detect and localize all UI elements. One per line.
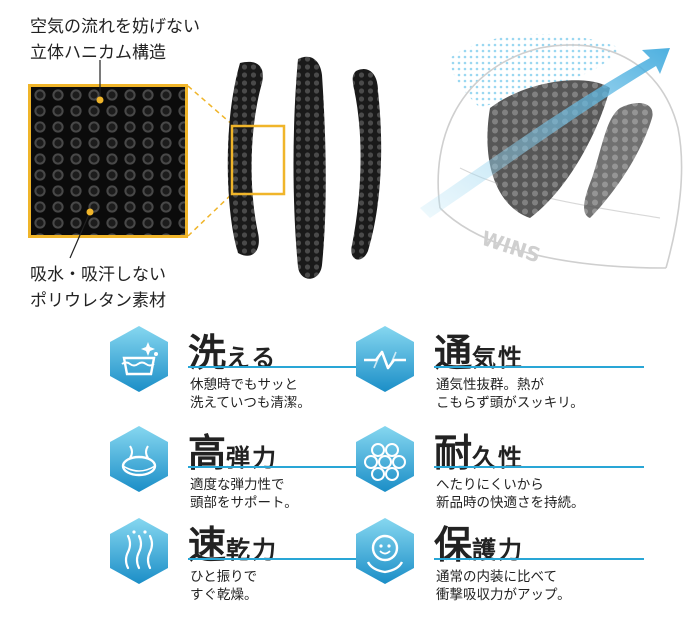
airflow-icon	[356, 326, 414, 392]
feature-description: 適度な弾力性で頭部をサポート。	[190, 476, 298, 512]
foam-pad-left	[227, 61, 263, 256]
feature-title-main: 耐	[434, 431, 473, 475]
feature-title-main: 通	[434, 331, 473, 375]
feature-description-line: 適度な弾力性で	[190, 477, 285, 493]
feature-item: 耐久性へたりにくいから新品時の快適さを持続。	[350, 424, 650, 524]
helmet-illustration: WINS	[420, 34, 683, 269]
feature-underline	[188, 366, 398, 368]
feature-description: 休憩時でもサッと洗えていつも清潔。	[190, 376, 311, 412]
foam-texture	[31, 87, 185, 235]
feature-title: 保護力	[434, 514, 524, 569]
caption-honeycomb-structure: 空気の流れを妨げない 立体ハニカム構造	[30, 14, 200, 66]
feature-title-main: 洗	[188, 331, 227, 375]
feature-item: 洗える休憩時でもサッと洗えていつも清潔。	[104, 324, 404, 424]
protection-icon	[356, 518, 414, 584]
wash-icon	[110, 326, 168, 392]
feature-underline	[434, 466, 644, 468]
feature-item: 速乾力ひと振りですぐ乾燥。	[104, 516, 404, 616]
feature-description-line: へたりにくいから	[436, 477, 544, 493]
caption-line: 空気の流れを妨げない	[30, 17, 200, 37]
feature-underline	[188, 466, 398, 468]
foam-pad-right	[351, 69, 382, 260]
feature-title: 耐久性	[434, 422, 524, 477]
elastic-icon	[110, 426, 168, 492]
feature-description-line: すぐ乾燥。	[190, 587, 258, 603]
feature-description-line: 新品時の快適さを持続。	[436, 495, 585, 511]
feature-description: へたりにくいから新品時の快適さを持続。	[436, 476, 585, 512]
quick-dry-icon	[110, 518, 168, 584]
caption-line: ポリウレタン素材	[30, 291, 166, 311]
feature-underline	[188, 558, 398, 560]
feature-title: 通気性	[434, 322, 524, 377]
feature-title-main: 高	[188, 431, 227, 475]
feature-description: 通常の内装に比べて衝撃吸収力がアップ。	[436, 568, 571, 604]
feature-item: 高弾力適度な弾力性で頭部をサポート。	[104, 424, 404, 524]
caption-line: 立体ハニカム構造	[30, 43, 166, 63]
feature-item: 保護力通常の内装に比べて衝撃吸収力がアップ。	[350, 516, 650, 616]
feature-description-line: ひと振りで	[190, 569, 258, 585]
feature-description: ひと振りですぐ乾燥。	[190, 568, 258, 604]
feature-description-line: 通気性抜群。熱が	[436, 377, 544, 393]
honeycomb-icon	[356, 426, 414, 492]
feature-item: 通気性通気性抜群。熱がこもらず頭がスッキリ。	[350, 324, 650, 424]
foam-zoom-image	[28, 84, 188, 238]
feature-underline	[434, 366, 644, 368]
feature-title-main: 速	[188, 523, 227, 567]
caption-polyurethane: 吸水・吸汗しない ポリウレタン素材	[30, 262, 166, 314]
caption-line: 吸水・吸汗しない	[30, 265, 166, 285]
feature-description-line: こもらず頭がスッキリ。	[436, 395, 584, 411]
helmet-brand-logo: WINS	[478, 226, 543, 268]
foam-pads	[227, 56, 382, 279]
feature-description-line: 通常の内装に比べて	[436, 569, 557, 585]
feature-title: 洗える	[188, 322, 277, 377]
zoom-highlight-box	[230, 124, 286, 196]
feature-description-line: 衝撃吸収力がアップ。	[436, 587, 571, 603]
feature-title-main: 保	[434, 523, 473, 567]
feature-description-line: 頭部をサポート。	[190, 495, 298, 511]
feature-description-line: 洗えていつも清潔。	[190, 395, 311, 411]
feature-description: 通気性抜群。熱がこもらず頭がスッキリ。	[436, 376, 584, 412]
feature-title: 高弾力	[188, 422, 278, 477]
feature-underline	[434, 558, 644, 560]
callout-lines	[69, 60, 235, 259]
feature-description-line: 休憩時でもサッと	[190, 377, 298, 393]
feature-title: 速乾力	[188, 514, 278, 569]
foam-pad-center	[293, 56, 326, 279]
